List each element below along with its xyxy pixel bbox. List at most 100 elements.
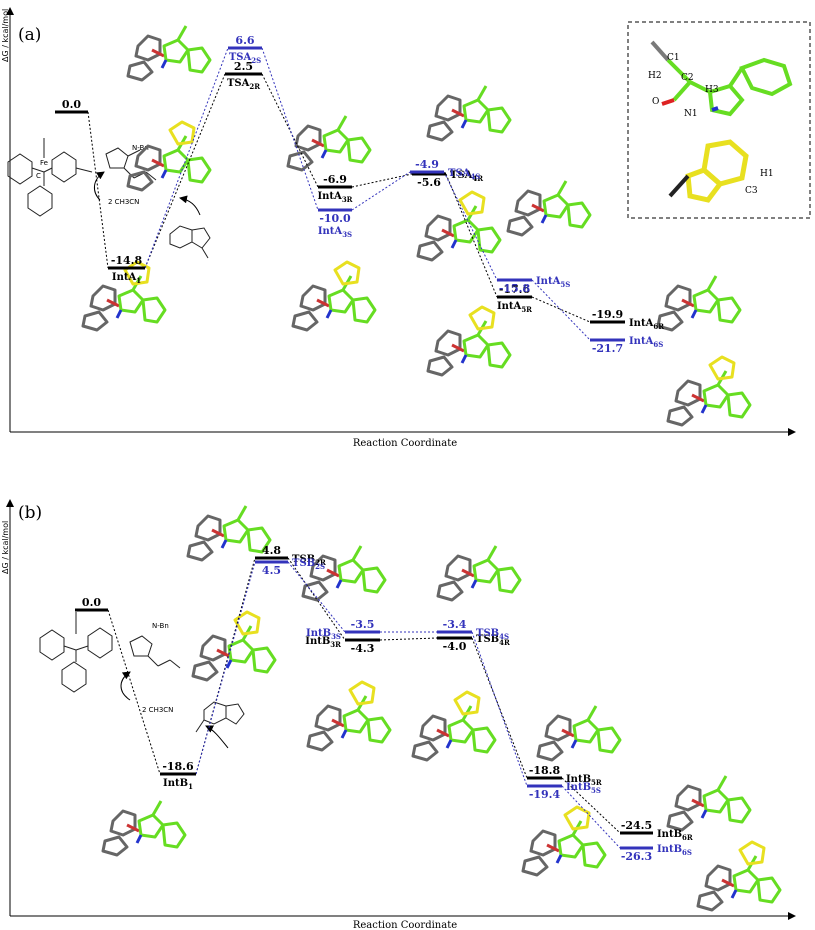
level-value-IntA6R: -19.9 [592,308,623,321]
level-species-TSA2S: TSA2S [229,52,261,65]
inset-label-o: O [652,97,659,107]
connector-TSA2S-IntA3S [261,47,319,211]
molecule-8 [426,305,512,377]
connector-TSB4S-IntB5S [471,631,528,787]
level-value-TSA2S: 6.6 [235,34,254,47]
level-value-IntB3R: -4.3 [351,642,375,655]
level-species-IntA5R: IntA5R [497,301,532,314]
substrate-text-nbn-b: N-Bn [152,622,169,630]
level-species-IntB3S: IntB3S [306,628,341,641]
level-value-IntB5R: -18.8 [529,764,561,777]
molecule-9 [656,275,742,332]
level-value-IntA5R: -17.6 [499,283,531,296]
indole-arrow-b [205,725,229,749]
level-species-IntA6R: IntA6R [629,318,664,331]
connector-TSB2S-IntB3S [287,561,346,633]
connector-lines [87,47,621,849]
panel-b-y-axis-label: ΔG / kcal/mol [1,521,10,574]
level-species-IntB5R: IntB5R [566,774,602,787]
panel-b-x-axis-label: Reaction Coordinate [353,920,457,930]
molecule-21 [101,800,187,857]
level-value-TSB4S: -3.4 [443,618,467,631]
inset-label-h3: H3 [705,85,719,95]
molecule-1 [126,25,212,82]
level-species-IntB6R: IntB6R [657,829,693,842]
connector-TSB4R-IntB5R [471,637,528,779]
connector-IntB1-TSB2S [195,561,256,775]
inset-label-h2: H2 [648,71,662,81]
panel-a-y-axis-label: ΔG / kcal/mol [1,9,10,62]
level-value-IntB3S: -3.5 [351,618,375,631]
inset-molecule-top [650,40,793,117]
level-value-IntA3R: -6.9 [323,173,347,186]
molecule-renderings [81,25,782,912]
ch3cn-text-b: 2 CH3CN [142,706,173,714]
level-species-IntA6S: IntA6S [629,336,663,349]
level-value-IntB6S: -26.3 [621,850,652,863]
inset-label-c2: C2 [681,73,694,83]
level-species-IntA1: IntA1 [112,272,141,285]
level-species-IntA3S: IntA3S [318,226,352,239]
level-value-TSB4R: -4.0 [443,640,467,653]
ligand-arrow-a [94,171,105,201]
inset-box [627,21,811,219]
level-value-IntA3S: -10.0 [319,212,351,225]
energy-levels: 0.0-14.8IntA12.5TSA2R-6.9IntA3R-5.6TSA4R… [55,34,693,863]
molecule-20 [696,840,782,912]
molecule-15 [436,545,522,602]
molecule-12 [191,610,277,682]
connector-start-IntA1 [87,111,109,269]
level-species-TSB4R: TSB4R [476,634,510,647]
connector-IntA3R-TSA4R [351,173,413,188]
molecule-16 [411,690,497,762]
connector-TSA4S-IntA5S [443,171,498,281]
ligand-arrow-b [120,671,131,701]
ch3cn-text-a: 2 CH3CN [108,198,139,206]
molecule-3 [286,115,372,172]
connector-IntB5S-IntB6S [561,785,621,849]
connector-IntB5R-IntB6R [561,777,621,834]
inset-label-n1: N1 [684,109,698,119]
connector-IntB3R-TSB4R [379,637,438,641]
level-value-TSA2R: 2.5 [234,60,253,73]
inset-label-h1: H1 [760,169,774,179]
inset-molecule-bottom [668,139,749,203]
connector-TSA2R-IntA3R [261,73,319,188]
level-species-TSA4R: TSA4R [450,170,483,183]
molecule-7 [506,180,592,237]
level-species-IntB5S: IntB5S [566,782,601,795]
molecule-5 [426,85,512,142]
level-species-TSA4S: TSA4S [448,168,480,181]
molecule-19 [666,775,752,832]
molecule-11 [186,505,272,562]
level-species-TSB4S: TSB4S [476,628,509,641]
level-value-IntA5S: -15.8 [499,282,531,295]
molecule-4 [291,260,377,332]
level-value-IntA1: -14.8 [111,254,143,267]
inset-label-c1: C1 [667,53,680,63]
level-species-TSB2S: TSB2S [292,558,325,571]
molecule-18 [521,805,607,877]
level-species-IntB1: IntB1 [163,778,193,791]
panel-a-x-axis-label: Reaction Coordinate [353,438,457,449]
level-value-TSB2S: 4.5 [262,564,281,577]
connector-IntA3S-TSA4S [351,171,411,211]
connector-start-IntB1 [107,609,161,775]
level-species-IntA3R: IntA3R [317,191,352,204]
connector-TSB2R-IntB3R [287,557,346,641]
level-value-IntB6R: -24.5 [621,819,652,832]
catalyst-text-c: C [36,172,41,180]
molecule-2 [126,120,212,192]
molecule-10 [666,355,752,427]
indole-structure-b [195,701,245,733]
level-value-IntB5S: -19.4 [529,788,561,801]
connector-IntA1-TSA2R [144,73,226,269]
level-species-IntA5S: IntA5S [536,276,570,289]
level-value-TSA4R: -5.6 [417,176,441,189]
indole-structure-a [169,225,211,259]
inset-label-c3: C3 [745,186,758,196]
substrate-structure-b [129,635,181,669]
level-value-start-a: 0.0 [62,98,81,111]
molecule-13 [301,545,387,602]
connector-IntA1-TSA2S [144,47,229,269]
